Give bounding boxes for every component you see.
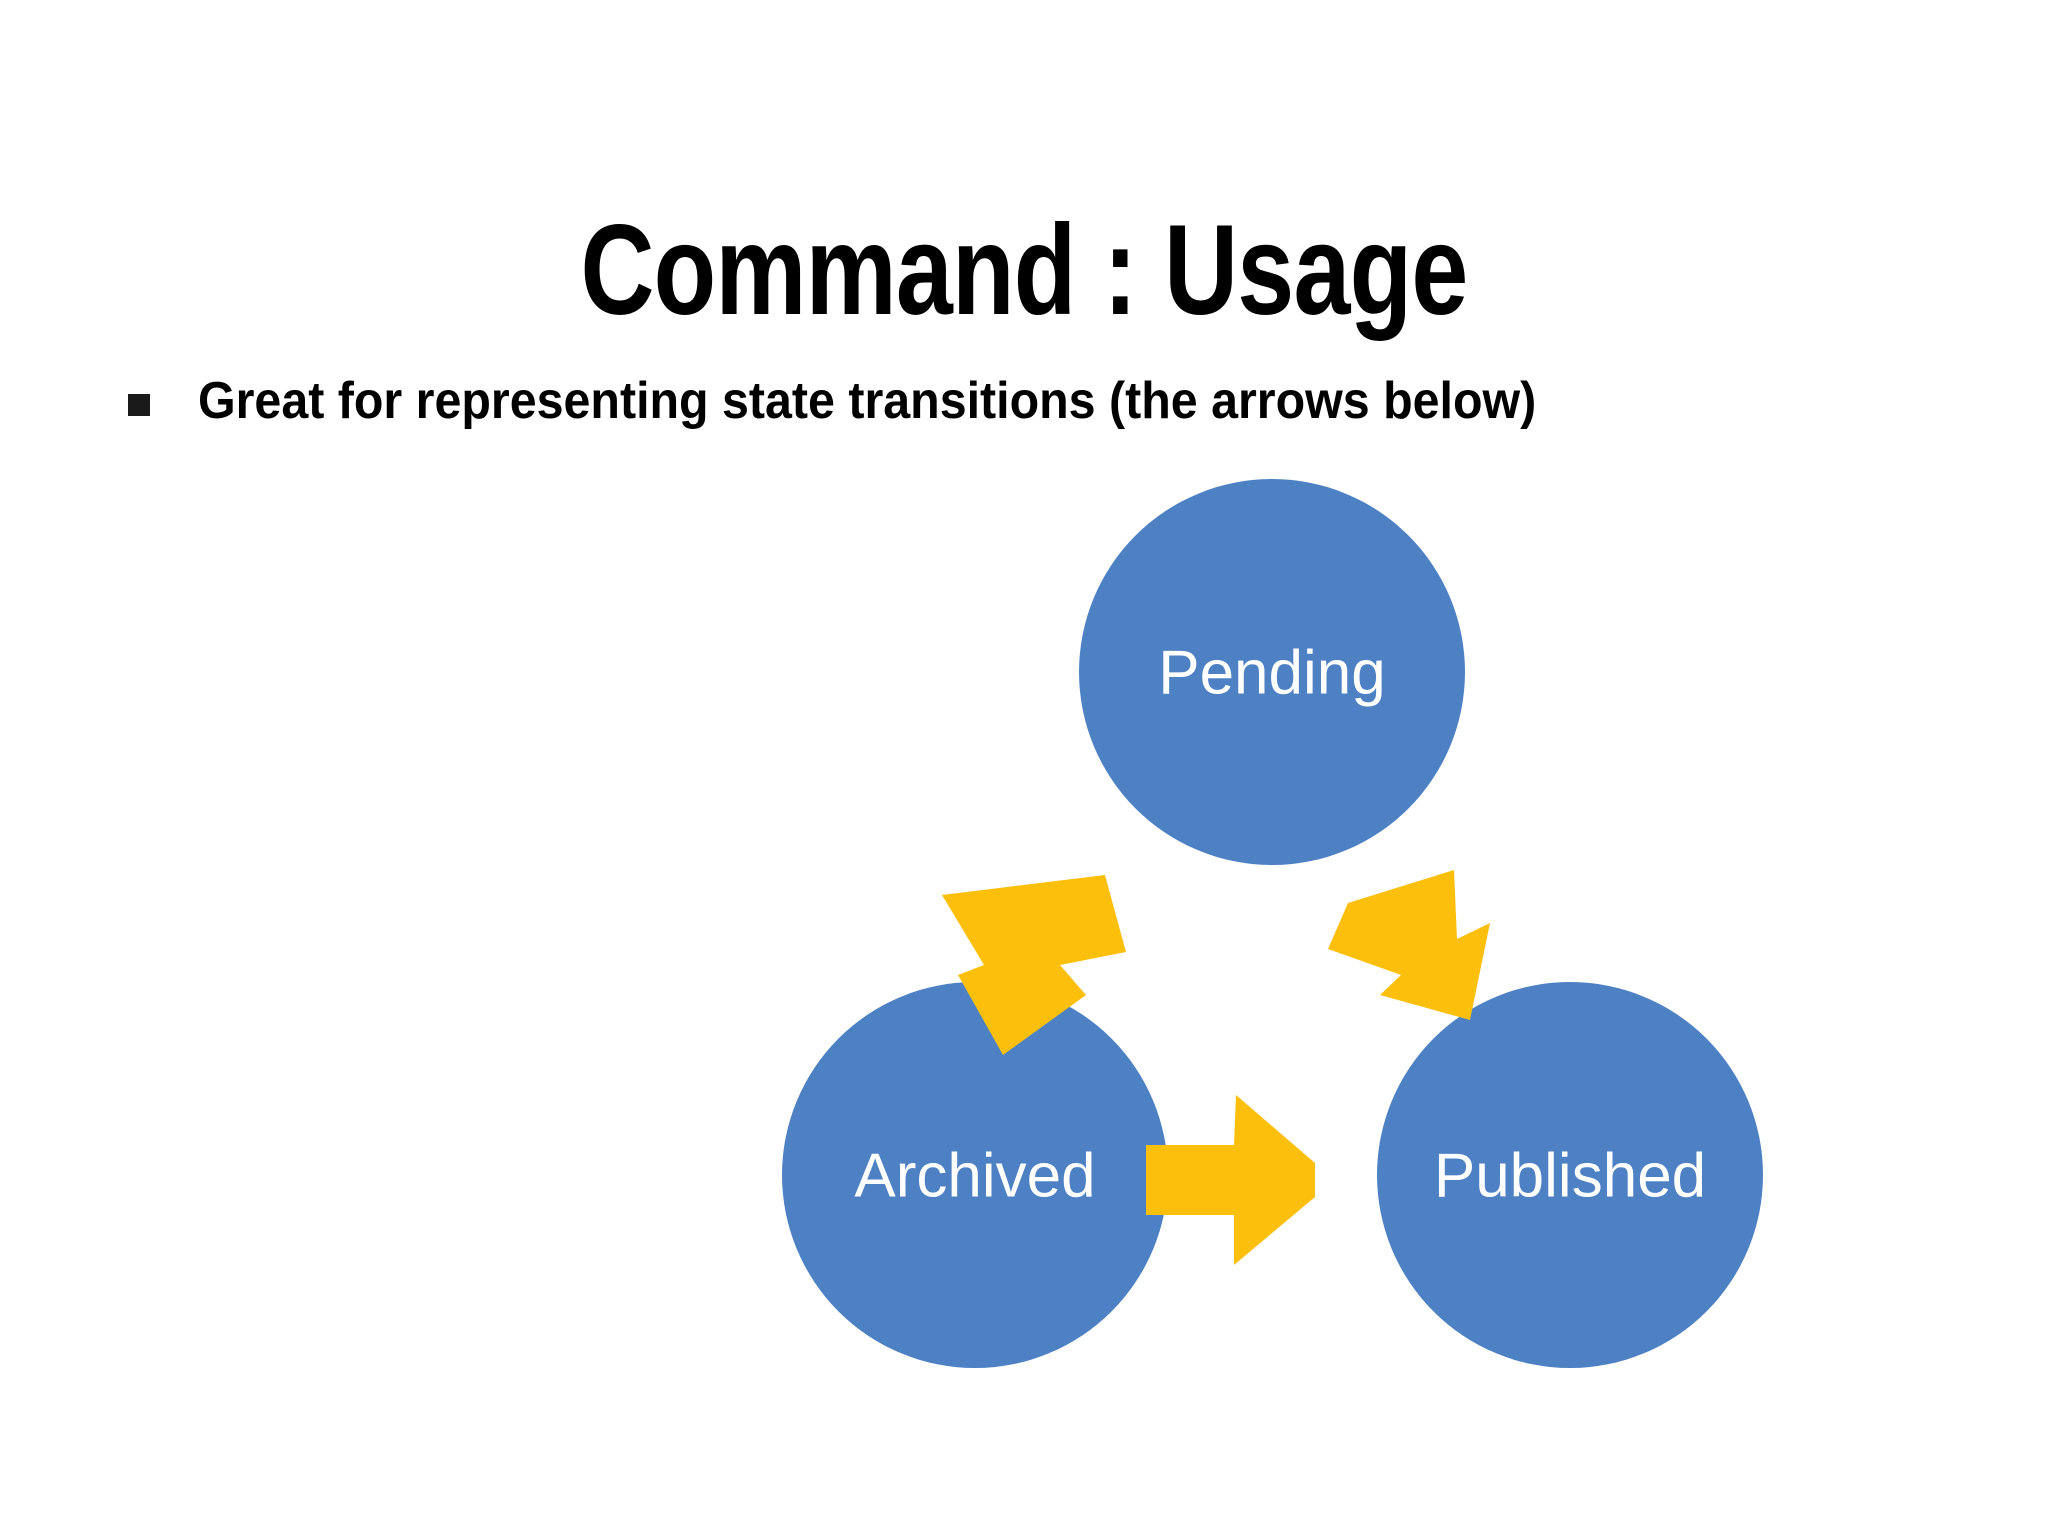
state-transition-diagram: Pending Published Archived	[760, 455, 1820, 1445]
arrow-published-to-archived	[1146, 1095, 1315, 1265]
node-published-label: Published	[1434, 1141, 1706, 1210]
node-pending-circle	[1079, 479, 1465, 865]
node-published-circle	[1377, 982, 1763, 1368]
node-published[interactable]: Published	[1377, 982, 1763, 1368]
bullet-list-item: Great for representing state transitions…	[128, 372, 1637, 432]
arrow-archived-to-pending	[942, 875, 1126, 1055]
bullet-item-label: Great for representing state transitions…	[198, 372, 1537, 430]
node-pending-label: Pending	[1158, 638, 1386, 707]
arrow-pending-to-published	[1328, 870, 1490, 1020]
page-title: Command : Usage	[580, 198, 1469, 342]
node-archived-circle	[782, 982, 1168, 1368]
node-pending[interactable]: Pending	[1079, 479, 1465, 865]
node-archived[interactable]: Archived	[782, 982, 1168, 1368]
square-bullet-icon	[128, 394, 150, 416]
node-archived-label: Archived	[854, 1141, 1095, 1210]
